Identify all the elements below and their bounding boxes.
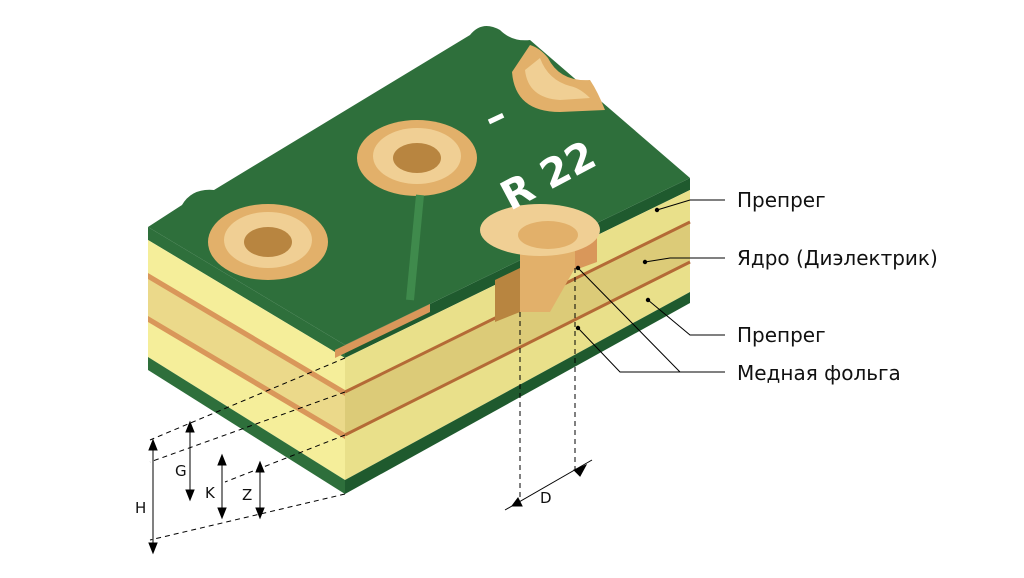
- pad-corner-inner: [525, 58, 590, 100]
- front-mask-top: [148, 227, 345, 358]
- pad-left-hole: [244, 227, 292, 257]
- dimension-arrows: [148, 420, 593, 555]
- side-mask-bottom: [345, 292, 690, 494]
- dimension-guides: [149, 268, 576, 541]
- dot-copper-2: [575, 325, 581, 331]
- guide-k-top: [149, 391, 346, 463]
- dim-label-k: K: [205, 484, 216, 502]
- via-cut-left: [495, 268, 520, 322]
- dim-z-arrow-bottom: [255, 507, 265, 520]
- label-prepreg-bottom: Препрег: [737, 323, 826, 347]
- dot-core: [642, 259, 648, 265]
- side-copper-line-2: [344, 260, 691, 437]
- callout-labels: Препрег Ядро (Диэлектрик) Препрег Медная…: [737, 188, 938, 385]
- guide-z-top: [224, 434, 346, 483]
- via-cut-barrel: [520, 245, 575, 312]
- dim-g-arrow-top: [185, 420, 195, 433]
- dimension-labels: G K Z H D: [135, 462, 552, 517]
- dim-label-h: H: [135, 499, 146, 517]
- pad-center-trace: [406, 194, 424, 301]
- pad-left: [208, 204, 328, 280]
- label-copper-foil: Медная фольга: [737, 361, 901, 385]
- dim-label-d: D: [540, 489, 552, 507]
- side-prepreg-bottom: [345, 262, 690, 480]
- callout-dots: [575, 207, 660, 331]
- top-edge-copper: [335, 304, 430, 358]
- leader-prepreg-bottom: [647, 299, 725, 336]
- side-core: [345, 222, 690, 435]
- callout-leaders: [577, 199, 725, 373]
- board-left-side: [148, 227, 345, 494]
- front-prepreg-top: [148, 240, 345, 392]
- dot-prepreg-top: [654, 207, 660, 213]
- front-copper-2: [148, 316, 345, 439]
- cutaway-via: [480, 204, 600, 322]
- dim-z-arrow-top: [255, 460, 265, 473]
- side-mask-top: [345, 178, 690, 358]
- front-copper-1: [148, 273, 345, 396]
- label-core: Ядро (Диэлектрик): [737, 246, 938, 270]
- front-prepreg-bottom: [148, 318, 345, 480]
- dot-copper-1: [575, 265, 581, 271]
- leader-copper-2: [577, 327, 680, 373]
- dim-g-arrow-bottom: [185, 489, 195, 502]
- dim-k-arrow-top: [217, 453, 227, 466]
- pad-corner: [512, 45, 605, 112]
- pad-center: [357, 120, 477, 301]
- front-core: [148, 275, 345, 435]
- label-prepreg-top: Препрег: [737, 188, 826, 212]
- dim-label-g: G: [175, 462, 187, 480]
- dim-h-arrow-top: [148, 438, 158, 451]
- dot-prepreg-bottom: [645, 297, 651, 303]
- dim-d-arrow-right: [573, 463, 588, 477]
- pad-corner-half-ring: [512, 45, 605, 112]
- pad-center-hole: [393, 143, 441, 173]
- dim-label-z: Z: [242, 486, 252, 504]
- via-cut-hole: [518, 221, 578, 249]
- leader-prepreg-top: [656, 199, 725, 211]
- front-mask-bottom: [148, 357, 345, 494]
- guide-h-bottom: [149, 493, 346, 541]
- leader-core: [644, 257, 725, 263]
- dim-d-arrow-left: [511, 497, 523, 507]
- dim-h-arrow-bottom: [148, 542, 158, 555]
- dim-k-arrow-bottom: [217, 507, 227, 520]
